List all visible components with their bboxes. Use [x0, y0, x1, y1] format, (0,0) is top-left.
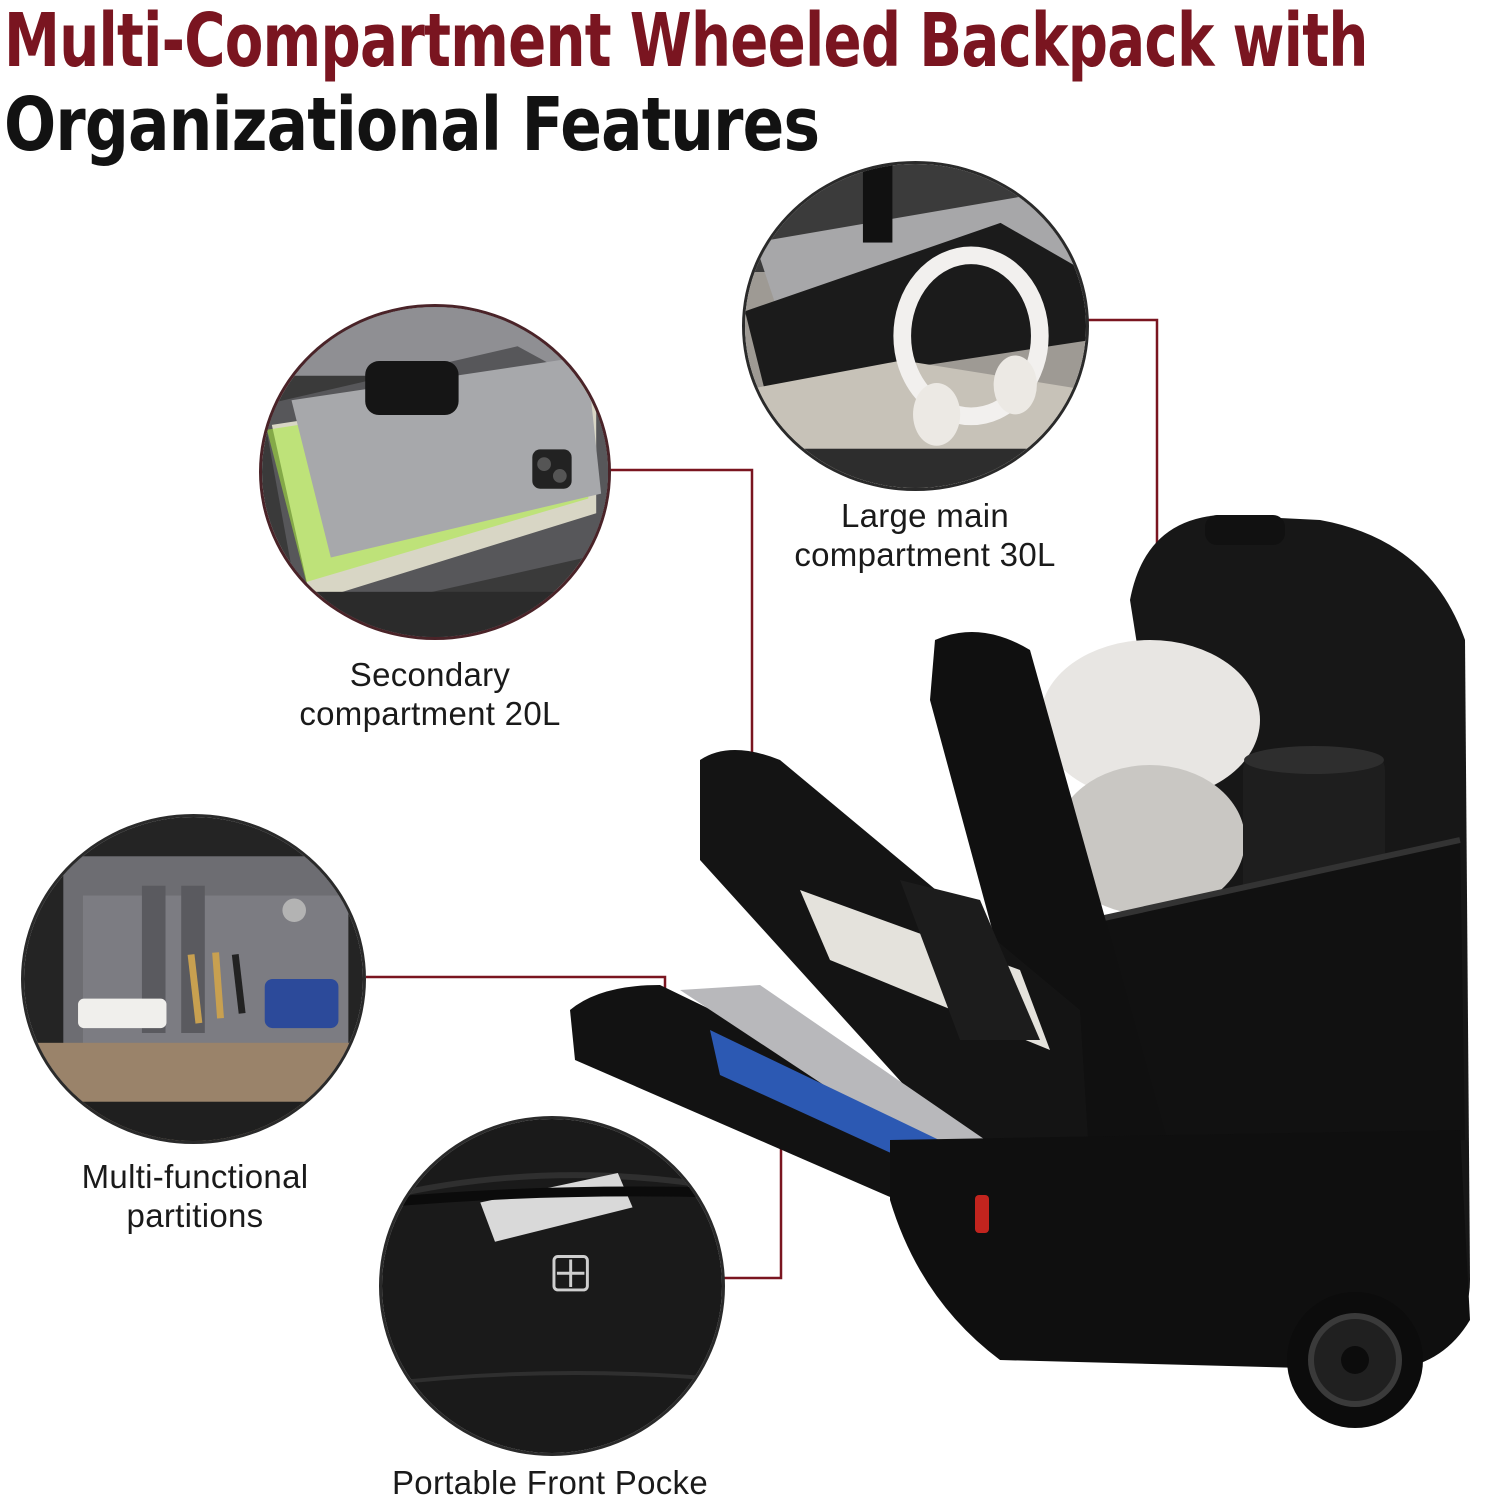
caption-main-line-2: compartment 30L [794, 536, 1056, 573]
caption-main-compartment: Large main compartment 30L [760, 496, 1090, 574]
caption-partitions-line-2: partitions [126, 1197, 264, 1234]
detail-bubble-main-compartment [742, 161, 1089, 491]
caption-secondary-compartment: Secondary compartment 20L [260, 655, 600, 733]
caption-front-line-1: Portable Front Pocke [392, 1464, 708, 1501]
headline-line-1: Multi-Compartment Wheeled Backpack with [4, 0, 1368, 84]
caption-front-pocket: Portable Front Pocke [355, 1463, 745, 1502]
caption-secondary-line-2: compartment 20L [299, 695, 561, 732]
detail-bubble-partitions [21, 814, 366, 1144]
caption-partitions-line-1: Multi-functional [81, 1158, 309, 1195]
caption-main-line-1: Large main [840, 497, 1010, 534]
rolling-backpack-illustration [570, 515, 1470, 1428]
caption-secondary-line-1: Secondary [349, 656, 511, 693]
detail-bubble-secondary-compartment [259, 304, 611, 640]
headline-line-2: Organizational Features [4, 82, 820, 168]
caption-partitions: Multi-functional partitions [40, 1157, 350, 1235]
detail-bubble-front-pocket [379, 1116, 725, 1456]
